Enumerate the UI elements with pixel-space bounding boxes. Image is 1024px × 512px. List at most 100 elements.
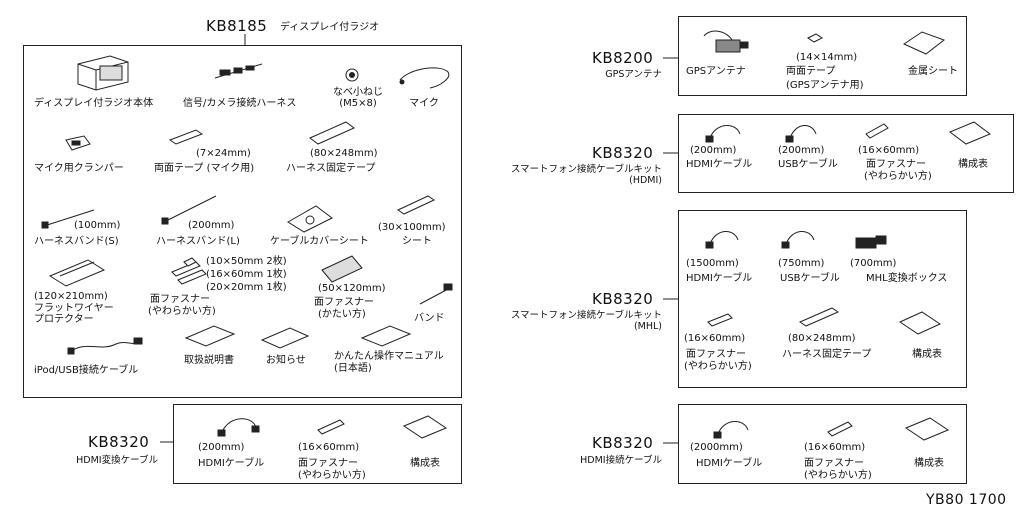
hdmi-conn-fastener-icon (827, 421, 853, 437)
kb8200-subtitle: GPSアンテナ (605, 69, 662, 80)
band-icon (419, 283, 453, 305)
cable-cover-label: ケーブルカバーシート (270, 236, 369, 247)
notice-label: お知らせ (266, 355, 306, 366)
hdmi-conv-fastener-icon (317, 419, 345, 435)
hard-fastener-icon (321, 255, 363, 283)
mhl-usb-label: USBケーブル (780, 273, 840, 284)
manual-label: 取扱説明書 (184, 355, 234, 366)
gps-tape-size: (14×14mm) (796, 52, 858, 63)
band-label: バンド (414, 313, 445, 324)
quick-manual-label-2: (日本語) (334, 363, 372, 374)
phone-usb-label: USBケーブル (778, 159, 838, 170)
radio-unit-icon (77, 55, 129, 91)
mhl-hdmi-cable-icon (705, 231, 739, 249)
phone-hdmi-fastener-icon (865, 123, 889, 139)
mhl-fastener-size: (16×60mm) (684, 333, 746, 344)
cable-cover-sheet-icon (287, 205, 333, 233)
phone-hdmi-fastener-size: (16×60mm) (858, 145, 920, 156)
hard-fastener-note: (かたい方) (318, 309, 366, 320)
mhl-tape-size: (80×248mm) (788, 333, 856, 344)
conn-fastener-label: 面ファスナー (804, 458, 864, 469)
mhl-box-size: (700mm) (850, 258, 897, 269)
quick-manual-label: かんたん操作マニュアル (334, 351, 444, 362)
hard-fastener-size: (50×120mm) (318, 283, 386, 294)
tape-mic-size: (7×24mm) (196, 148, 251, 159)
conv-fastener-label: 面ファスナー (298, 458, 358, 469)
sheet-label: シート (402, 236, 432, 247)
conv-fastener-size: (16×60mm) (298, 442, 360, 453)
sheet-size: (30×100mm) (378, 222, 446, 233)
mhl-box-icon (855, 235, 887, 249)
metal-sheet-icon (902, 31, 946, 55)
kb8320-hdmi-box (678, 114, 1014, 193)
conn-fastener-size: (16×60mm) (804, 442, 866, 453)
phone-hdmi-sheet-icon (949, 121, 991, 145)
quick-manual-icon (360, 325, 412, 347)
phone-hdmi-cable-icon (705, 125, 741, 143)
hard-fastener-label: 面ファスナー (314, 297, 374, 308)
harness-tape-icon (309, 121, 355, 145)
kb8200-code: KB8200 (592, 49, 654, 67)
gps-antenna-label: GPSアンテナ (686, 66, 746, 77)
hdmi-conv-sheet-icon (402, 415, 448, 439)
band-s-icon (41, 209, 95, 229)
soft-fastener-icon (171, 257, 207, 285)
mhl-fastener-note: (やわらかい方) (684, 361, 752, 372)
kb8185-title: ディスプレイ付ラジオ (280, 22, 380, 33)
conn-cable-size: (2000mm) (690, 442, 743, 453)
kb8320-mhl-subtitle-2: (MHL) (633, 321, 662, 332)
camera-harness-label: 信号/カメラ接続ハーネス (183, 98, 297, 109)
phone-hdmi-label: HDMIケーブル (686, 159, 753, 170)
sheet-icon (396, 195, 436, 215)
band-l-size: (200mm) (188, 220, 235, 231)
screw-size-label: (M5×8) (339, 98, 377, 109)
mic-clamper-label: マイク用クランパー (34, 163, 124, 174)
conn-cable-label: HDMIケーブル (696, 458, 763, 469)
kb8320-hdmi-subtitle-2: (HDMI) (629, 175, 662, 186)
phone-hdmi-fastener-note: (やわらかい方) (864, 171, 932, 182)
kb8320-conn-code: KB8320 (592, 434, 654, 452)
conv-cable-label: HDMIケーブル (198, 458, 265, 469)
mhl-tape-label: ハーネス固定テープ (782, 349, 872, 360)
conv-sheet-label: 構成表 (410, 458, 440, 469)
hdmi-conv-cable-icon (217, 418, 260, 437)
flat-wire-label-2: プロテクター (34, 314, 94, 325)
flat-wire-size: (120×210mm) (34, 291, 108, 302)
mhl-hdmi-label: HDMIケーブル (686, 273, 753, 284)
soft-fastener-size-1: (10×50mm 2枚) (206, 256, 287, 267)
page-code: YB80 1700 (926, 492, 1007, 508)
notice-icon (260, 327, 310, 349)
kb8320-hdmi-subtitle: スマートフォン接続ケーブルキット (510, 164, 662, 175)
mhl-fastener-icon (707, 313, 733, 327)
soft-fastener-note: (やわらかい方) (148, 306, 216, 317)
kb8320-conn-box (678, 404, 967, 484)
phone-hdmi-sheet-label: 構成表 (958, 159, 988, 170)
radio-unit-label: ディスプレイ付ラジオ本体 (34, 98, 154, 109)
kb8320-mhl-box (678, 210, 967, 388)
mhl-usb-cable-icon (781, 231, 815, 249)
flat-wire-protector-icon (48, 259, 106, 287)
ipod-cable-label: iPod/USB接続ケーブル (34, 365, 139, 376)
kb8200-box (678, 16, 967, 96)
mhl-fastener-label: 面ファスナー (686, 349, 746, 360)
band-s-label: ハーネスバンド(S) (34, 236, 119, 247)
mic-label: マイク (409, 98, 439, 109)
phone-usb-size: (200mm) (778, 145, 825, 156)
kb8320-mhl-subtitle: スマートフォン接続ケーブルキット (510, 310, 662, 321)
harness-tape-size: (80×248mm) (310, 148, 378, 159)
mic-clamper-icon (65, 135, 91, 151)
screw-icon (345, 68, 359, 82)
soft-fastener-size-2: (16×60mm 1枚) (206, 269, 287, 280)
kb8320-conv-box (173, 404, 462, 484)
gps-antenna-icon (703, 30, 749, 53)
band-l-label: ハーネスバンド(L) (156, 236, 240, 247)
gps-tape-note: (GPSアンテナ用) (786, 80, 864, 91)
hdmi-conn-cable-icon (713, 421, 749, 439)
conv-cable-size: (200mm) (198, 442, 245, 453)
kb8185-box (23, 45, 462, 398)
gps-tape-icon (807, 33, 823, 43)
ipod-usb-cable-icon (67, 337, 143, 355)
screw-label: なべ小ねじ (333, 87, 383, 98)
mhl-usb-size: (750mm) (778, 258, 825, 269)
